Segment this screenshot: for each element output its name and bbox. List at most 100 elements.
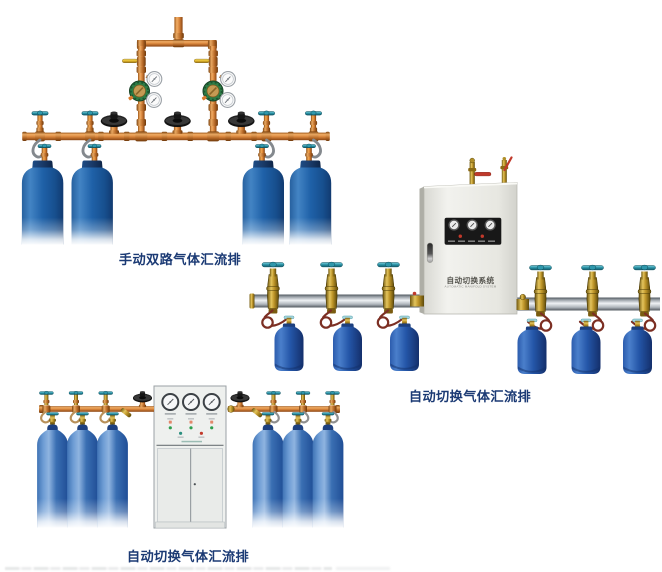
hose: [69, 410, 82, 424]
right-lever-valve: [193, 56, 218, 67]
floor-pipe-left: [39, 405, 154, 413]
gas-cylinder: [252, 424, 284, 528]
gas-cylinder: [67, 424, 98, 528]
hose: [379, 309, 390, 319]
gas-cylinder: [389, 315, 420, 372]
floor-station-1: [39, 391, 59, 425]
hose: [270, 317, 289, 327]
hose-coil: [261, 316, 274, 329]
cabinet-top-valve-left: [468, 157, 492, 185]
cabinet-gauge-panel: [444, 217, 502, 245]
hose: [268, 410, 280, 424]
cabinet-top-valve-right: [500, 156, 513, 185]
right-high-pressure-gauge: [220, 71, 236, 87]
hose: [322, 309, 333, 319]
control-cabinet: 自动切换系统 AUTOMATIC MANIFOLD SYSTEM: [419, 156, 518, 315]
angle-grip-left: [120, 408, 132, 418]
gas-cylinder: [21, 160, 64, 245]
gas-cylinder: [571, 318, 601, 375]
gas-cylinder: [289, 160, 332, 245]
hose: [386, 317, 404, 327]
auto-cylinder-station-3: [376, 261, 420, 372]
hose: [99, 410, 111, 424]
cabinet-label: 自动切换系统: [447, 275, 495, 285]
handwheel-valve-1: [100, 111, 128, 135]
hose: [578, 320, 595, 330]
gas-cylinder: [622, 318, 653, 375]
main-manifold-pipe: [22, 131, 330, 142]
right-low-pressure-gauge: [219, 92, 236, 108]
manifold-top-frame: [122, 17, 236, 134]
hose: [539, 312, 550, 322]
auto-cylinder-station-5: [571, 264, 605, 375]
pigtail-hose: [81, 138, 96, 159]
rail-cabinet-connector-right: [516, 293, 529, 310]
hose: [630, 320, 647, 330]
pigtail-hose: [308, 138, 322, 159]
hose-coil: [539, 319, 553, 332]
gas-cylinder: [242, 160, 284, 245]
left-high-pressure-gauge: [146, 71, 163, 87]
auto-cylinder-station-6: [622, 264, 657, 375]
caption-auto-switch-manifold-wall: 自动切换气体汇流排: [408, 388, 532, 404]
floor-station-5: [291, 391, 311, 425]
rail-cabinet-connector-left: [410, 291, 424, 307]
floor-handwheel-right: [230, 390, 250, 408]
hose-coil: [376, 316, 390, 329]
cylinder-station-1: [21, 110, 64, 245]
hose: [40, 410, 52, 424]
manifold-rail-left: [249, 293, 424, 309]
left-regulator: [126, 71, 163, 108]
floor-station-4: [261, 391, 281, 425]
bottom-cropped-text-strip-2: [336, 567, 390, 570]
floor-cylinders-right: [252, 424, 344, 528]
gas-cylinder: [517, 318, 547, 375]
hose: [591, 312, 602, 322]
floor-cylinders-left: [37, 424, 128, 528]
cylinder-station-2: [71, 110, 113, 245]
hose-coil: [643, 319, 657, 332]
gas-cylinder: [282, 424, 314, 528]
hose: [297, 410, 310, 424]
floor-station-6: [321, 391, 340, 425]
auto-cylinder-station-2: [319, 261, 363, 372]
handwheel-valve-2: [163, 111, 192, 135]
floor-station-2: [68, 391, 89, 425]
caption-manual-double-manifold: 手动双路气体汇流排: [118, 251, 242, 267]
hose-coil: [591, 319, 605, 332]
pigtail-hose: [31, 138, 46, 159]
red-lever: [474, 172, 492, 177]
manifold-rail-right: [517, 297, 660, 311]
left-lever-valve: [122, 56, 146, 67]
gas-cylinder: [97, 424, 128, 528]
gas-cylinder: [71, 160, 113, 245]
cylinder-station-4: [289, 110, 332, 245]
door-handle: [193, 483, 196, 486]
right-branch-pipe: [208, 46, 218, 134]
floor-station-3: [98, 391, 119, 425]
cabinet-doors: [157, 448, 223, 523]
inlet-stub-pipe: [174, 17, 183, 42]
angle-grip-right: [251, 408, 263, 418]
cylinder-station-3: [242, 110, 284, 245]
bridge-pipe: [137, 40, 217, 47]
cabinet-slot-window: [426, 242, 434, 263]
hose: [329, 317, 347, 327]
indicator-lights: [167, 418, 215, 438]
bottom-cropped-text-strip: [5, 566, 332, 570]
cabinet-plinth: [155, 521, 225, 529]
gas-cylinder: [37, 424, 68, 528]
gas-cylinder: [274, 315, 304, 372]
handwheel-valve-3: [227, 111, 255, 135]
cabinet-sublabel: AUTOMATIC MANIFOLD SYSTEM: [445, 285, 497, 289]
hose: [526, 320, 543, 330]
gas-cylinder: [332, 315, 363, 372]
hose-coil: [319, 316, 333, 329]
hose: [327, 410, 339, 424]
floor-cabinet: [153, 385, 227, 529]
